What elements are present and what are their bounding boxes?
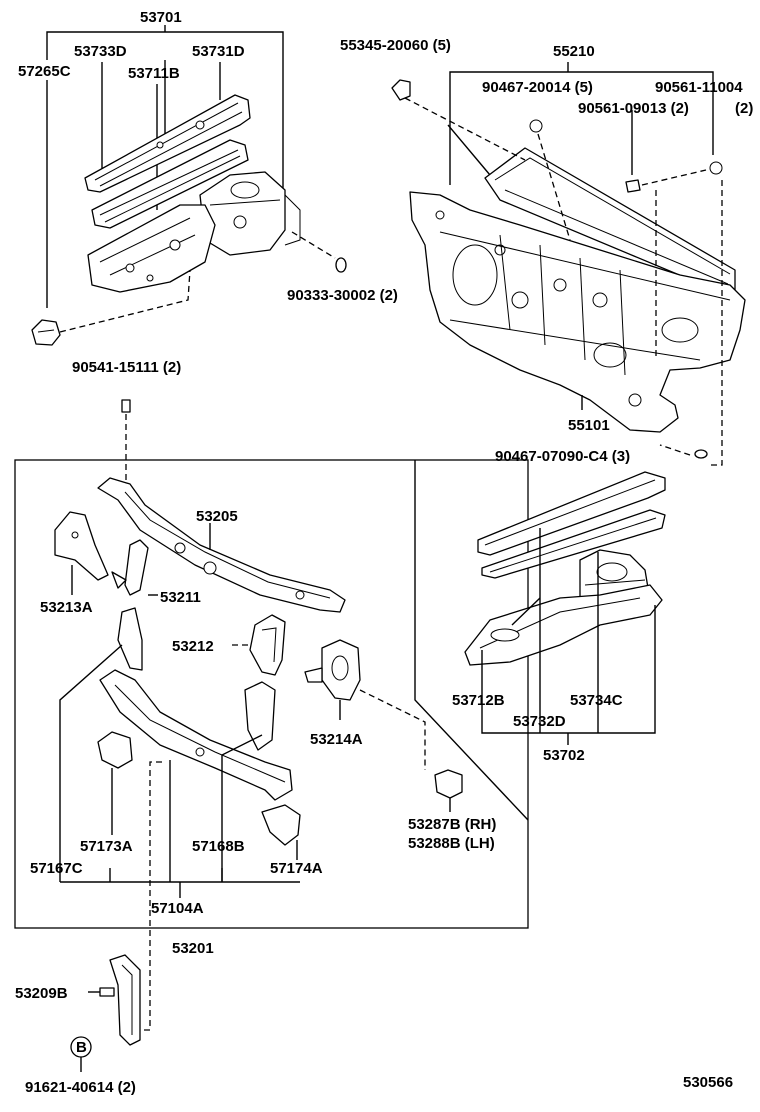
label-circle-B: B — [76, 1039, 87, 1056]
label-90561-11004-qty: (2) — [735, 100, 753, 117]
label-55101: 55101 — [568, 417, 610, 434]
label-53205: 53205 — [196, 508, 238, 525]
label-53213A: 53213A — [40, 599, 93, 616]
label-57265C: 57265C — [18, 63, 71, 80]
label-90467-20014: 90467-20014 (5) — [482, 79, 593, 96]
label-90333: 90333-30002 (2) — [287, 287, 398, 304]
label-53201: 53201 — [172, 940, 214, 957]
label-90541: 90541-15111 (2) — [72, 359, 181, 376]
label-57104A: 57104A — [151, 900, 204, 917]
label-53712B: 53712B — [452, 692, 505, 709]
label-53287B: 53287B (RH) — [408, 816, 496, 833]
label-53702: 53702 — [543, 747, 585, 764]
label-53711B: 53711B — [128, 65, 180, 82]
label-55210: 55210 — [553, 43, 595, 60]
bracket-53209B — [70, 954, 141, 1072]
label-57167C: 57167C — [30, 860, 83, 877]
label-91621: 91621-40614 (2) — [25, 1079, 136, 1096]
label-57168B: 57168B — [192, 838, 245, 855]
label-90561-09013: 90561-09013 (2) — [578, 100, 689, 117]
figure-number: 530566 — [683, 1074, 733, 1091]
radiator-support-53201 — [14, 399, 529, 1031]
dash-panel-55101 — [391, 62, 746, 466]
apron-assembly-53702 — [464, 471, 666, 745]
label-90467-07090: 90467-07090-C4 (3) — [495, 448, 630, 465]
label-53212: 53212 — [172, 638, 214, 655]
label-90561-11004: 90561-11004 — [655, 79, 743, 96]
label-57174A: 57174A — [270, 860, 323, 877]
apron-assembly-53701 — [31, 25, 347, 346]
label-53732D: 53732D — [513, 713, 566, 730]
label-53731D: 53731D — [192, 43, 245, 60]
label-57173A: 57173A — [80, 838, 133, 855]
label-53701: 53701 — [140, 9, 182, 26]
label-53211: 53211 — [160, 589, 201, 606]
label-53734C: 53734C — [570, 692, 623, 709]
label-53209B: 53209B — [15, 985, 68, 1002]
part-labels: 53701 53733D 53731D 57265C 53711B 55345-… — [15, 9, 753, 1096]
label-55345: 55345-20060 (5) — [340, 37, 451, 54]
label-53214A: 53214A — [310, 731, 363, 748]
label-53733D: 53733D — [74, 43, 127, 60]
label-53288B: 53288B (LH) — [408, 835, 495, 852]
